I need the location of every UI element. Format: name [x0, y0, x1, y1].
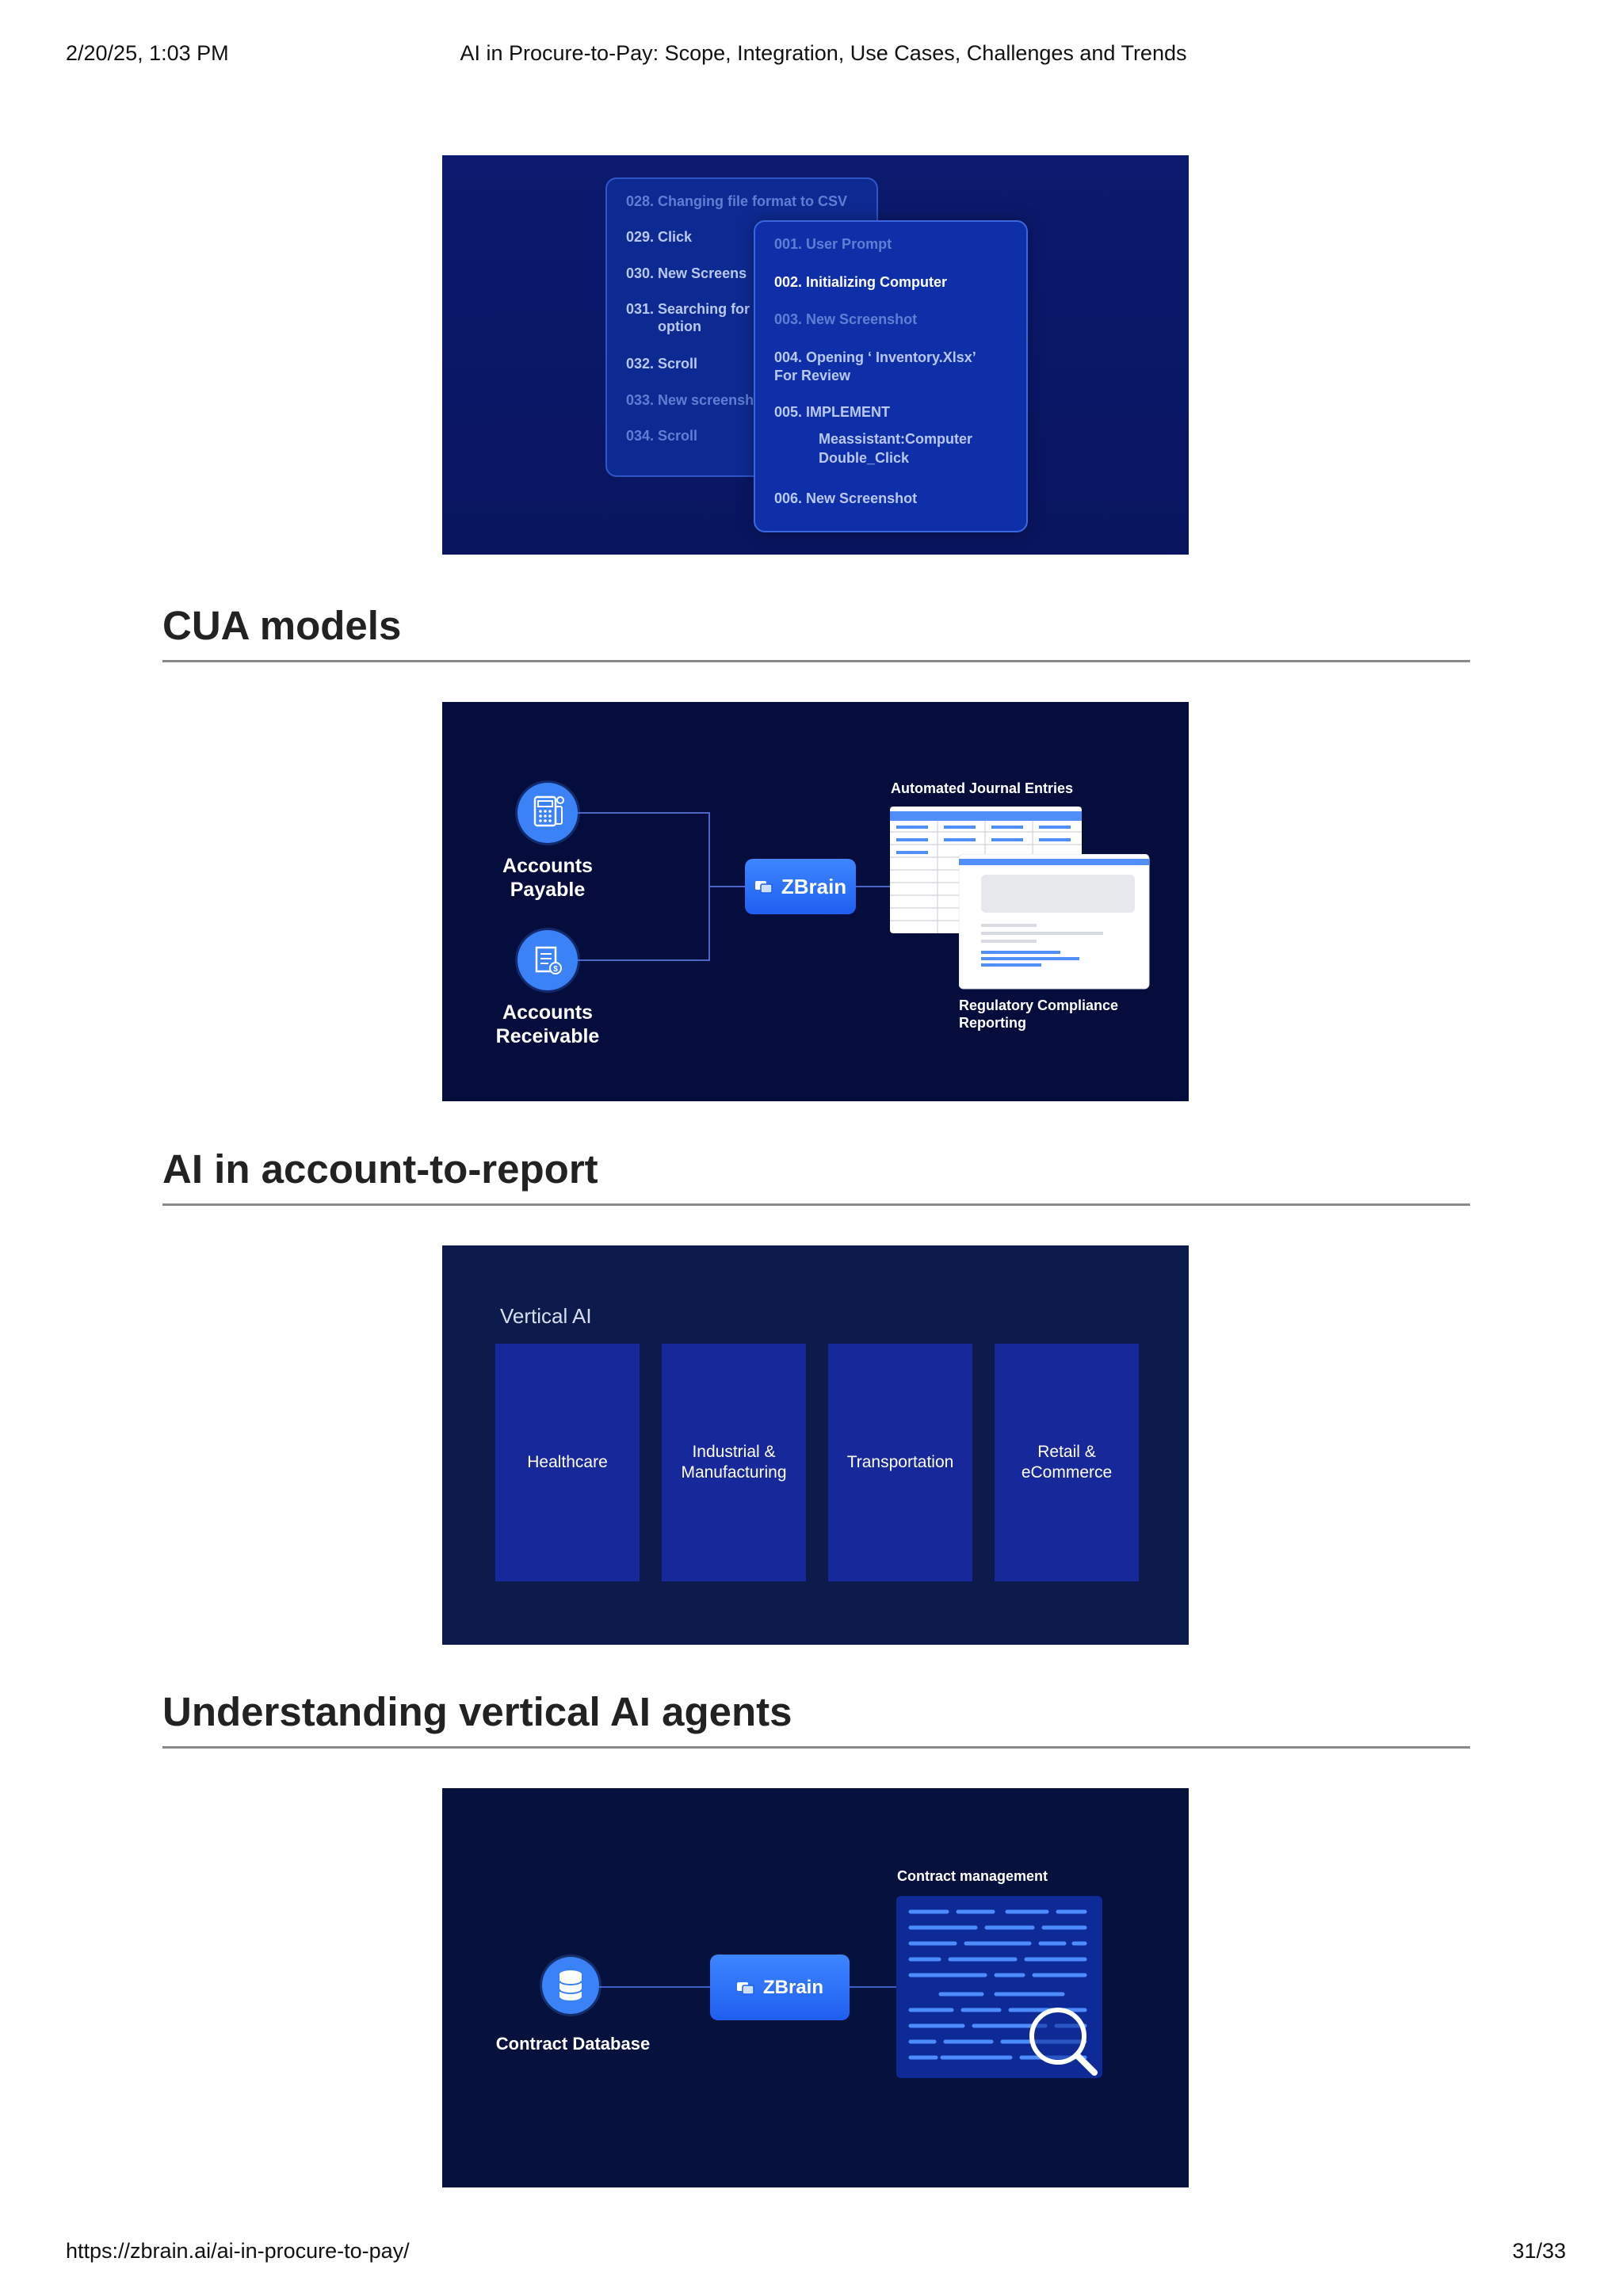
zbrain-logo: ZBrain [745, 859, 856, 914]
step-item: 030. New Screens [626, 265, 747, 281]
chat-logo-icon [736, 1981, 754, 1995]
label-line: Reporting [959, 1015, 1026, 1031]
magnifier-icon [1029, 2008, 1098, 2076]
print-datetime: 2/20/25, 1:03 PM [66, 41, 229, 65]
label-line: Payable [510, 879, 586, 901]
accounts-payable-label: Accounts Payable [474, 854, 621, 902]
vertical-card-healthcare: Healthcare [495, 1344, 640, 1581]
step-item: Double_Click [819, 450, 910, 466]
connector-lines [547, 812, 894, 961]
card-line: Healthcare [527, 1453, 608, 1471]
card-line: Transportation [846, 1453, 954, 1471]
account-to-report-figure: Accounts Payable $ Accounts Receivable Z… [442, 702, 1189, 1101]
zbrain-brand-text: ZBrain [781, 874, 847, 898]
step-item: 032. Scroll [626, 356, 698, 372]
step-item: 028. Changing file format to CSV [626, 193, 848, 209]
zbrain-logo: ZBrain [710, 1955, 850, 2020]
calculator-icon [517, 783, 578, 843]
section-heading-account-to-report: AI in account-to-report [162, 1146, 1470, 1206]
step-item: 005. IMPLEMENT [774, 404, 891, 420]
label-line: Accounts [502, 1001, 593, 1024]
zbrain-brand-text: ZBrain [762, 1976, 823, 1998]
vertical-ai-figure: Vertical AI Healthcare Industrial & Manuf… [442, 1245, 1189, 1645]
section-heading-vertical-ai-agents: Understanding vertical AI agents [162, 1688, 1470, 1749]
vertical-card-transportation: Transportation [828, 1344, 972, 1581]
vertical-ai-title: Vertical AI [500, 1304, 592, 1328]
database-icon [542, 1957, 599, 2014]
step-item: 003. New Screenshot [774, 311, 918, 327]
step-item: 004. Opening ‘ Inventory.Xlsx’ [774, 349, 976, 365]
step-item: Meassistant:Computer [819, 431, 973, 447]
compliance-reporting-label: Regulatory Compliance Reporting [959, 997, 1118, 1032]
card-line: Retail & [1037, 1443, 1096, 1461]
svg-text:$: $ [553, 965, 558, 974]
step-item: 031. Searching for [626, 301, 750, 317]
step-item: option [658, 318, 701, 334]
compliance-report-card [959, 854, 1150, 990]
contract-database-label: Contract Database [495, 2034, 651, 2054]
step-item: 006. New Screenshot [774, 490, 918, 506]
steps-panel-front: 001. User Prompt 002. Initializing Compu… [754, 220, 1028, 532]
label-line: Accounts [502, 855, 593, 877]
print-page-number: 31/33 [1512, 2239, 1566, 2263]
section-heading-cua-models: CUA models [162, 602, 1470, 662]
label-line: Receivable [495, 1025, 600, 1047]
step-item: 034. Scroll [626, 428, 698, 444]
step-item: 033. New screensh [626, 392, 754, 408]
card-line: eCommerce [1021, 1463, 1113, 1482]
step-item: 029. Click [626, 229, 693, 245]
accounts-receivable-label: Accounts Receivable [474, 1001, 621, 1048]
card-line: Manufacturing [681, 1463, 787, 1482]
label-line: Regulatory Compliance [959, 997, 1119, 1013]
card-line: Industrial & [692, 1443, 776, 1461]
vertical-card-retail: Retail & eCommerce [995, 1344, 1139, 1581]
journal-entries-label: Automated Journal Entries [891, 780, 1074, 796]
receipt-icon: $ [517, 930, 578, 990]
contract-management-label: Contract management [897, 1868, 1048, 1884]
step-item: 002. Initializing Computer [774, 274, 948, 290]
step-item: For Review [774, 368, 851, 383]
chat-logo-icon [754, 881, 773, 894]
print-url: https://zbrain.ai/ai-in-procure-to-pay/ [66, 2239, 410, 2263]
cua-steps-figure: 028. Changing file format to CSV 029. Cl… [442, 155, 1189, 555]
print-title: AI in Procure-to-Pay: Scope, Integration… [460, 41, 1187, 65]
contract-management-figure: Contract Database ZBrain Contract manage… [442, 1788, 1189, 2187]
vertical-card-industrial: Industrial & Manufacturing [662, 1344, 806, 1581]
step-item: 001. User Prompt [774, 236, 892, 252]
